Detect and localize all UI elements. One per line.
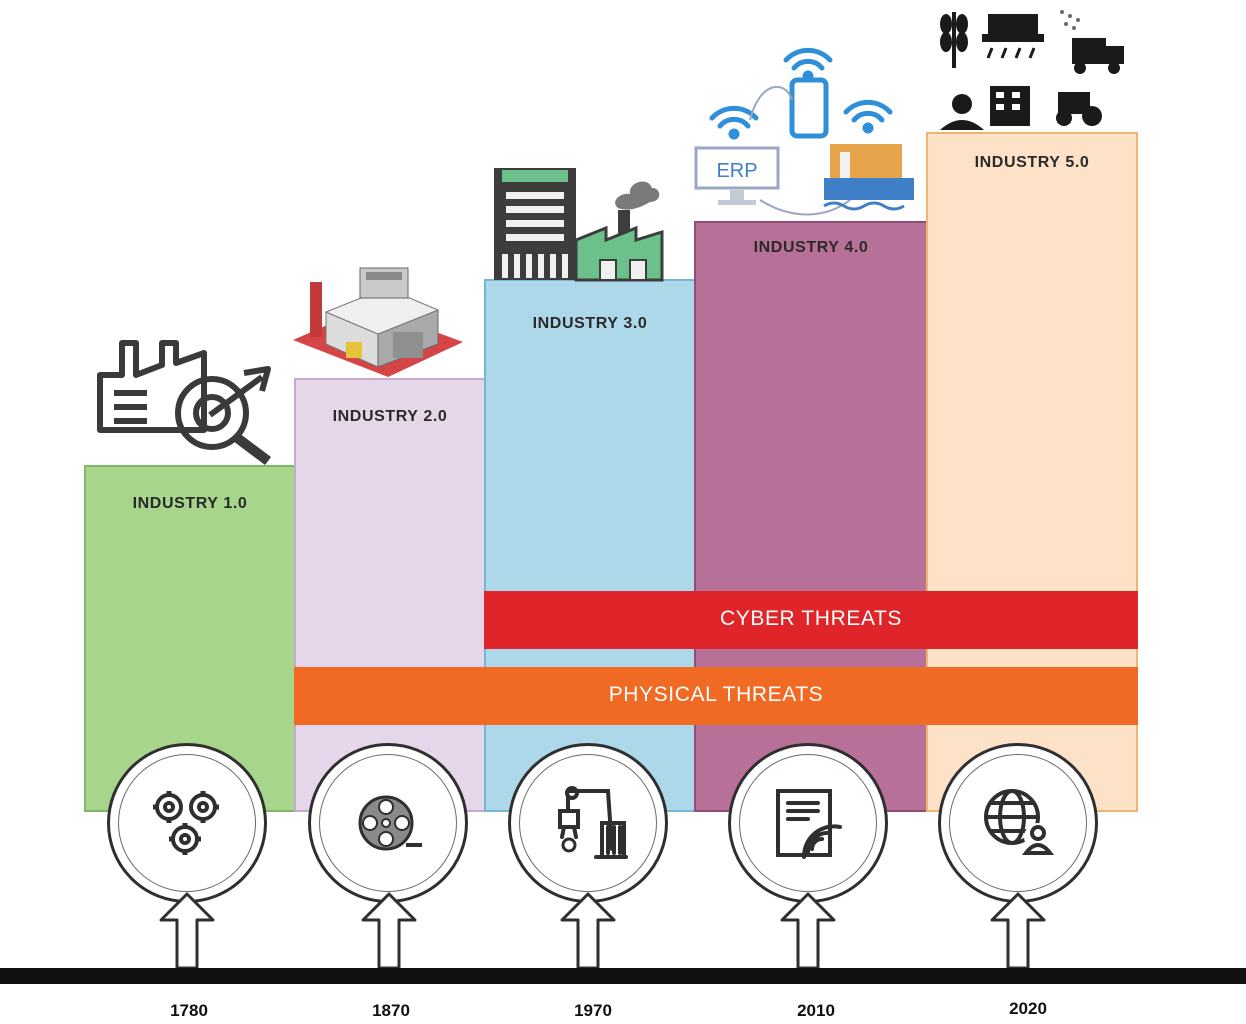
era-arrow-3 [560,892,616,970]
robotic-arm-icon [558,786,628,859]
factory-analytics-icon [97,340,271,465]
year-label-2010: 2010 [797,1001,835,1020]
smart-farming-icon [940,10,1124,130]
year-label-1780: 1780 [170,1001,208,1020]
year-label-1870: 1870 [372,1001,410,1020]
globe-user-icon [984,789,1055,855]
factory-building-icon [293,267,463,377]
timeline-bar [0,968,1246,984]
era-arrow-2 [361,892,417,970]
industry-3-column: INDUSTRY 3.0 [484,279,696,812]
era-arrow-1 [159,892,215,970]
industry-3-label: INDUSTRY 3.0 [532,315,648,332]
era-circle-1 [107,743,267,903]
svg-text:ERP: ERP [716,160,757,182]
industry-1-label: INDUSTRY 1.0 [132,495,248,512]
cyber-threats-band: CYBER THREATS [484,591,1138,649]
wireless-document-icon [776,789,842,859]
industry-2-column: INDUSTRY 2.0 [294,378,486,812]
era-circle-2 [308,743,468,903]
industry-2-label: INDUSTRY 2.0 [332,408,448,425]
film-reel-icon [358,795,422,851]
factory-automation-icon [494,168,664,282]
era-circle-3 [508,743,668,903]
industry-5-label: INDUSTRY 5.0 [974,154,1090,171]
industry-4-label: INDUSTRY 4.0 [753,239,869,256]
physical-threats-band: PHYSICAL THREATS [294,667,1138,725]
era-circle-5 [938,743,1098,903]
era-circle-4 [728,743,888,903]
year-label-2020: 2020 [1009,999,1047,1018]
era-arrow-4 [780,892,836,970]
gears-icon [153,791,219,855]
year-label-1970: 1970 [574,1001,612,1020]
erp-smartphone-network-icon: ERP [694,47,914,216]
era-arrow-5 [990,892,1046,970]
